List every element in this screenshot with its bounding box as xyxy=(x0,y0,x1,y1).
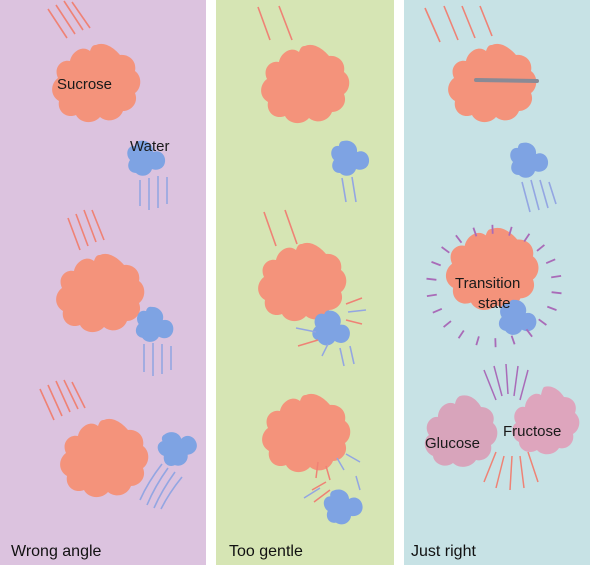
caption-wrong-angle: Wrong angle xyxy=(11,543,102,560)
glucose-label: Glucose xyxy=(425,435,480,452)
caption-too-gentle: Too gentle xyxy=(229,543,303,560)
glycosidic-bond xyxy=(476,80,537,81)
burst-dash xyxy=(427,279,437,280)
fructose-label: Fructose xyxy=(503,423,561,440)
transition-state-label-line1: Transition xyxy=(455,275,520,292)
sucrose-label: Sucrose xyxy=(57,76,112,93)
caption-just-right: Just right xyxy=(411,543,476,560)
burst-dash xyxy=(552,292,562,293)
transition-state-label-line2: state xyxy=(478,295,511,312)
water-label: Water xyxy=(130,138,169,155)
